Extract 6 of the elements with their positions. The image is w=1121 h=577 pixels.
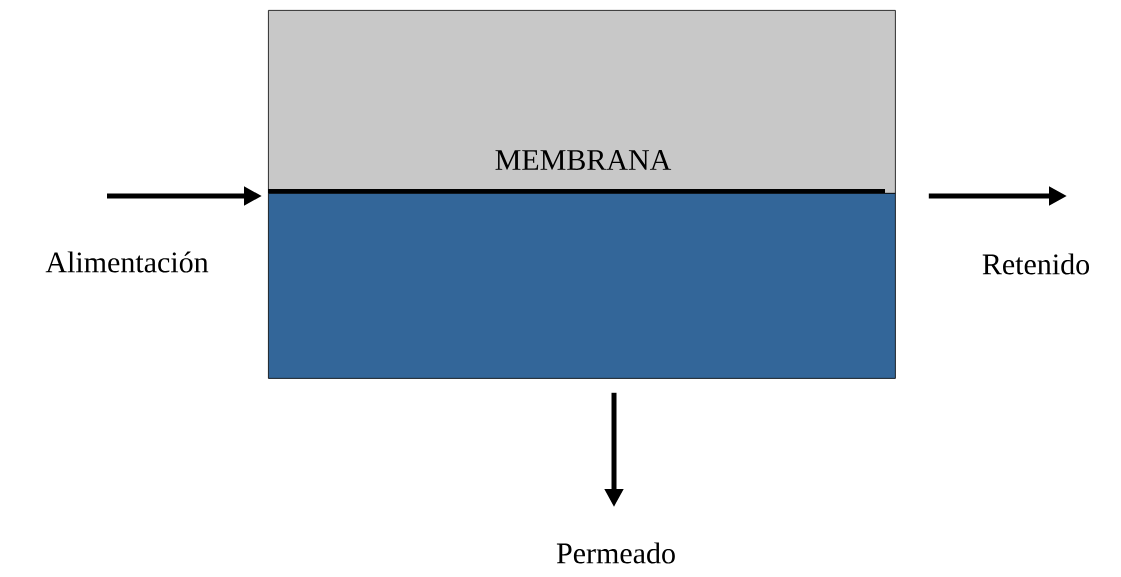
stream-label: Retenido [982,253,1090,275]
membrane-region [268,10,896,194]
stream-label: Alimentación [45,251,209,273]
permeate-region [268,193,896,379]
region-label: MEMBRANA [495,150,672,170]
stream-label: Permeado [556,542,675,564]
